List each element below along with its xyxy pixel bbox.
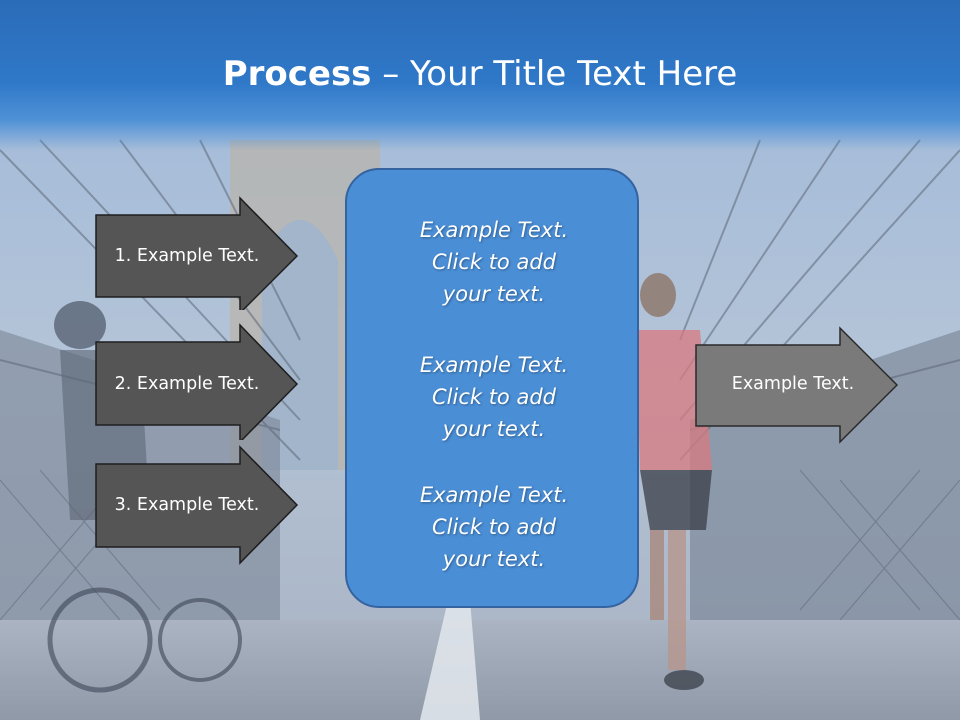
center-block-1-line-3: your text. — [442, 282, 546, 306]
center-text-block-3[interactable]: Example Text. Click to add your text. — [347, 479, 641, 575]
center-block-3-line-3: your text. — [442, 547, 546, 571]
center-text-block-1[interactable]: Example Text. Click to add your text. — [347, 214, 641, 310]
right-arrow-label: Example Text. — [731, 374, 855, 394]
left-arrow-3-label: 3. Example Text. — [114, 495, 260, 515]
center-block-2-line-1: Example Text. — [419, 353, 569, 377]
title-rest: – Your Title Text Here — [371, 54, 738, 94]
center-text-block-2[interactable]: Example Text. Click to add your text. — [347, 349, 641, 445]
left-arrow-1[interactable] — [0, 0, 300, 310]
center-block-2-line-3: your text. — [442, 417, 546, 441]
title-bar — [0, 0, 960, 150]
slide-title[interactable]: Process – Your Title Text Here — [0, 50, 960, 98]
left-arrow-2[interactable] — [0, 0, 300, 440]
center-block-1-line-2: Click to add — [431, 250, 556, 274]
left-arrow-2-label: 2. Example Text. — [114, 374, 260, 394]
center-block-1-line-1: Example Text. — [419, 218, 569, 242]
center-text-box[interactable]: Example Text. Click to add your text. Ex… — [345, 168, 639, 608]
right-arrow[interactable] — [0, 0, 900, 450]
center-block-3-line-1: Example Text. — [419, 483, 569, 507]
left-arrow-1-label: 1. Example Text. — [114, 246, 260, 266]
center-block-3-line-2: Click to add — [431, 515, 556, 539]
left-arrow-3[interactable] — [0, 0, 300, 570]
title-bold: Process — [222, 54, 372, 94]
center-block-2-line-2: Click to add — [431, 385, 556, 409]
